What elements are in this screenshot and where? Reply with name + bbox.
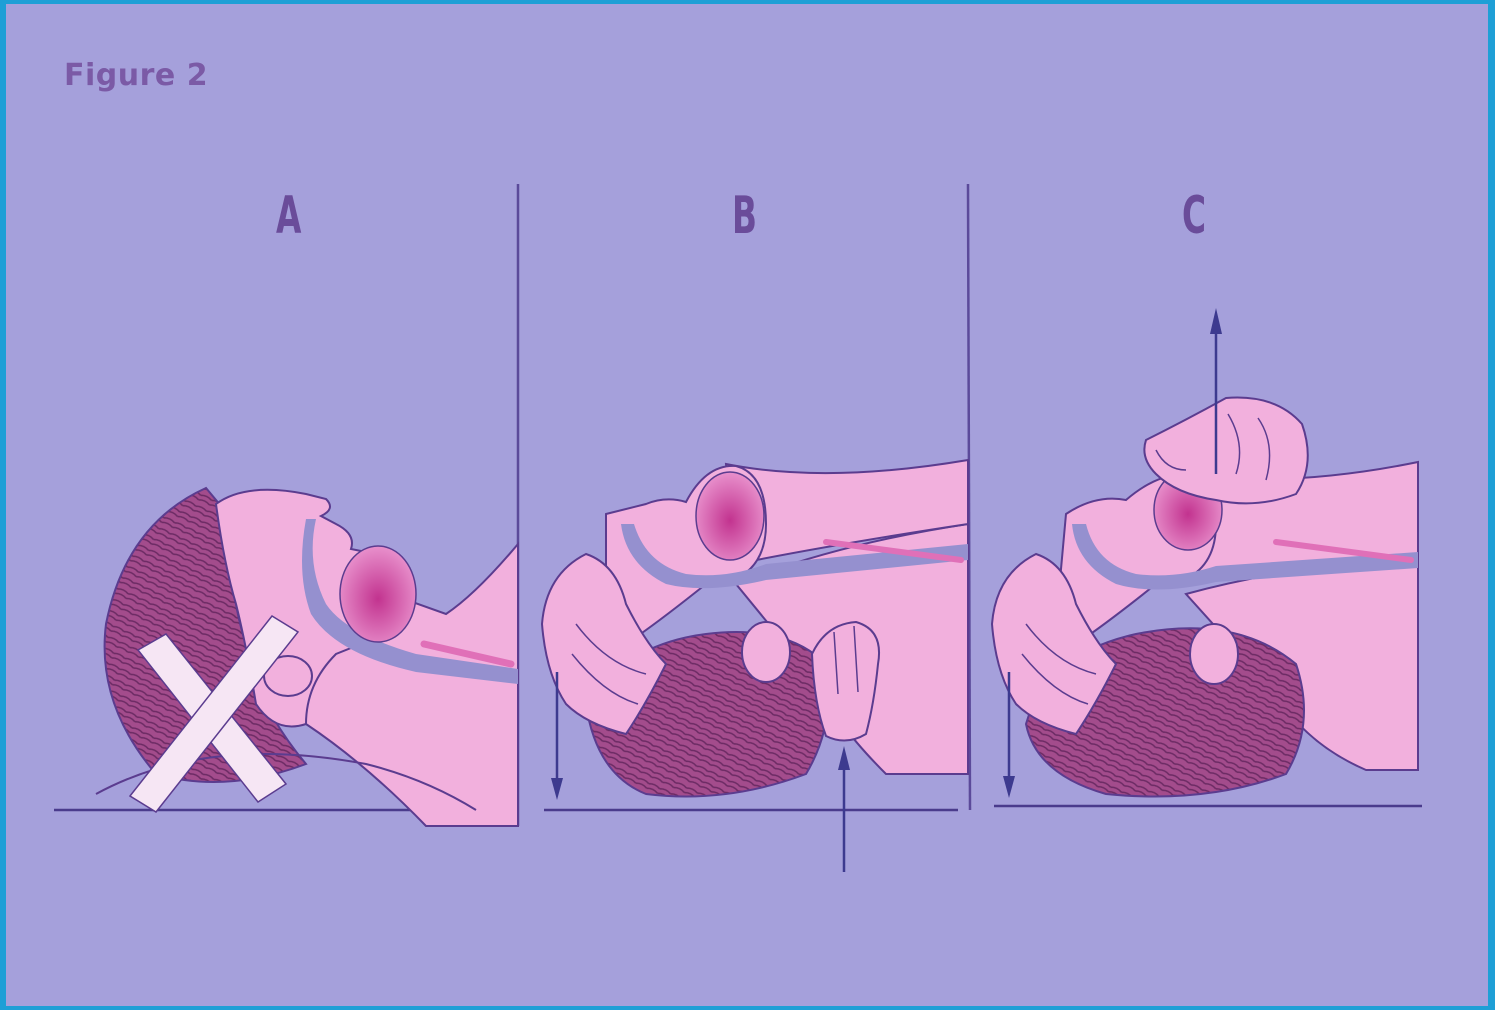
slide: Figure 2 A B C — [6, 4, 1488, 1006]
hand-lifting — [812, 622, 879, 741]
tongue-shape — [696, 472, 764, 560]
panel-a-illustration — [96, 488, 518, 826]
airway-diagram — [6, 4, 1488, 1006]
tongue-shape — [340, 546, 416, 642]
panel-c-illustration — [992, 308, 1418, 798]
ear-shape — [1190, 624, 1238, 684]
ear-shape — [742, 622, 790, 682]
